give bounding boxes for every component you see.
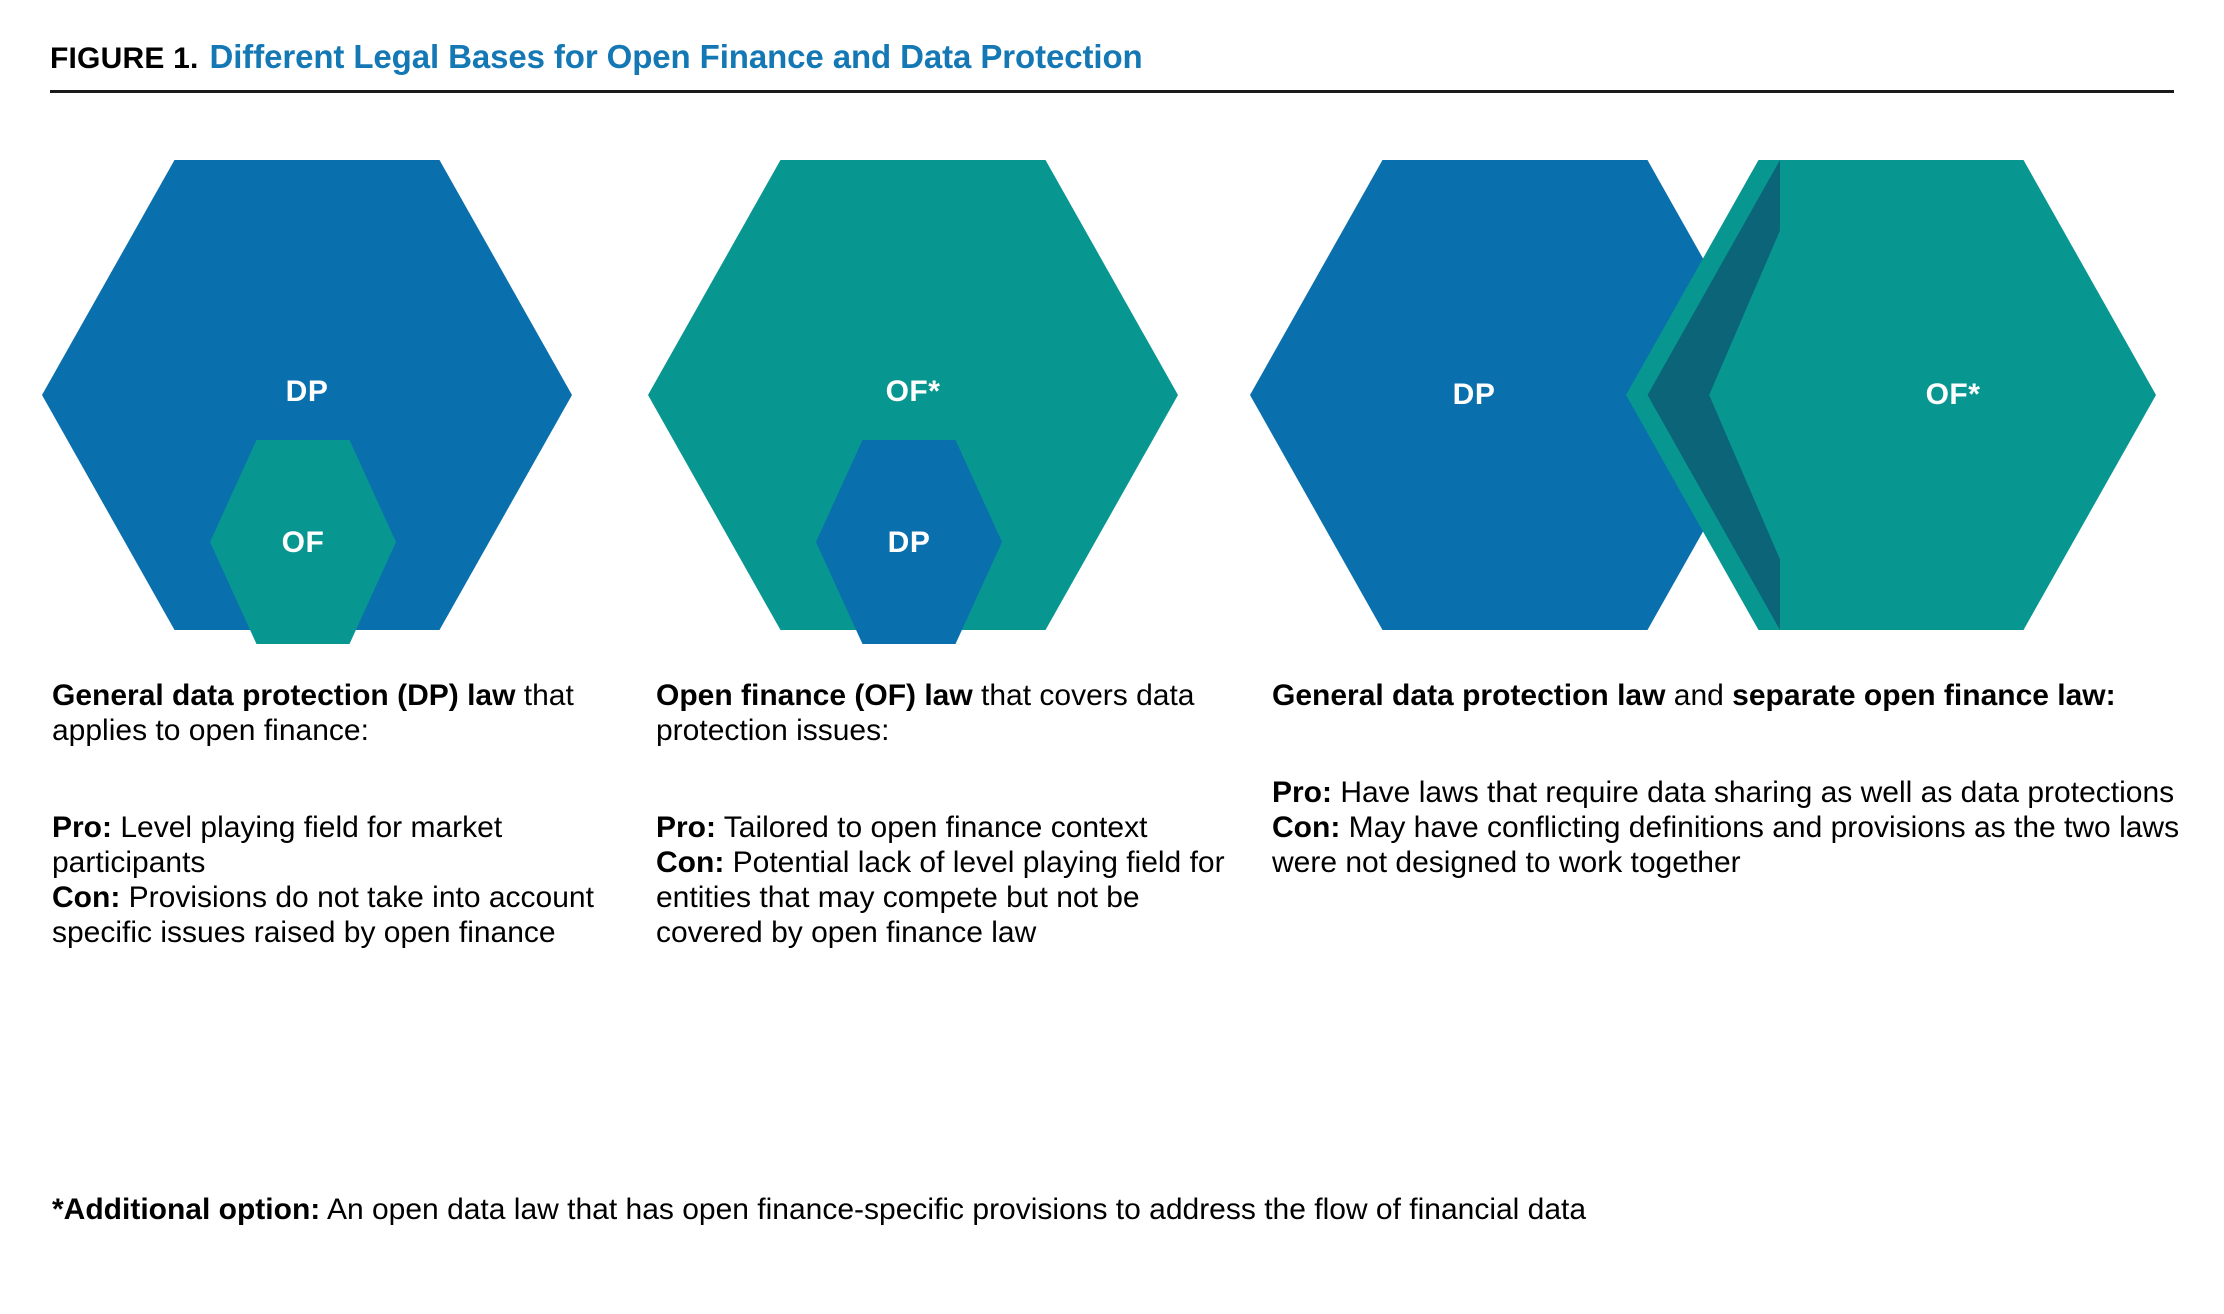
column-3-body: Pro: Have laws that require data sharing…: [1272, 775, 2192, 880]
hex-group-1: DP OF: [42, 150, 582, 660]
page-title: Different Legal Bases for Open Finance a…: [209, 38, 1143, 75]
column-2-pro-label: Pro:: [656, 811, 716, 845]
column-1-pro-text: Level playing field for market participa…: [52, 811, 503, 880]
column-3-con-label: Con:: [1272, 811, 1341, 845]
column-2-con-text: Potential lack of level playing field fo…: [656, 846, 1225, 950]
hexagon-dp-inner: [816, 440, 1002, 644]
column-2-con-label: Con:: [656, 846, 725, 880]
figure-number-label: FIGURE 1.: [50, 42, 199, 75]
column-1-pro-label: Pro:: [52, 811, 112, 845]
hexagon-diagram: DP OF OF* DP DP OF*: [0, 150, 2224, 660]
column-3-con: Con: May have conflicting definitions an…: [1272, 810, 2192, 880]
hexagon-of-inner: [210, 440, 396, 644]
column-3: General data protection law and separate…: [1272, 678, 2192, 880]
column-1-con-text: Provisions do not take into account spec…: [52, 881, 594, 950]
column-1-body: Pro: Level playing field for market part…: [52, 810, 622, 950]
column-1-con-label: Con:: [52, 881, 121, 915]
column-2-con: Con: Potential lack of level playing fie…: [656, 845, 1236, 950]
column-3-heading-bold-1: General data protection law: [1272, 679, 1666, 712]
footnote: *Additional option: An open data law tha…: [52, 1192, 2176, 1228]
footnote-label: *Additional option:: [52, 1193, 321, 1226]
hex-group-3: DP OF*: [1250, 150, 2170, 660]
column-2-pro: Pro: Tailored to open finance context: [656, 810, 1236, 845]
column-2-body: Pro: Tailored to open finance context Co…: [656, 810, 1236, 950]
column-1-heading-bold: General data protection (DP) law: [52, 679, 516, 712]
column-2-heading-bold: Open finance (OF) law: [656, 679, 973, 712]
column-3-con-text: May have conflicting definitions and pro…: [1272, 811, 2180, 880]
column-2-pro-text: Tailored to open finance context: [716, 811, 1148, 845]
column-1: General data protection (DP) law that ap…: [52, 678, 622, 951]
column-1-pro: Pro: Level playing field for market part…: [52, 810, 622, 880]
column-1-heading-rest: that applies to open finance:: [52, 679, 574, 748]
column-3-heading-mid: and: [1665, 679, 1733, 712]
column-3-pro-text: Have laws that require data sharing as w…: [1332, 776, 2175, 810]
hex-group-2: OF* DP: [648, 150, 1188, 660]
column-2-heading-rest: that covers data protection issues:: [656, 679, 1195, 748]
footnote-text: An open data law that has open finance-s…: [320, 1193, 1587, 1226]
column-3-heading-bold-2: separate open finance law:: [1732, 679, 2116, 712]
figure-header: FIGURE 1. Different Legal Bases for Open…: [50, 38, 2174, 93]
column-2-heading: Open finance (OF) law that covers data p…: [656, 678, 1236, 748]
figure-title-line: FIGURE 1. Different Legal Bases for Open…: [50, 38, 2174, 76]
column-1-heading: General data protection (DP) law that ap…: [52, 678, 622, 748]
column-1-con: Con: Provisions do not take into account…: [52, 880, 622, 950]
header-divider: [50, 90, 2174, 93]
column-3-heading: General data protection law and separate…: [1272, 678, 2192, 713]
column-3-pro: Pro: Have laws that require data sharing…: [1272, 775, 2192, 810]
column-3-pro-label: Pro:: [1272, 776, 1332, 810]
column-2: Open finance (OF) law that covers data p…: [656, 678, 1236, 951]
